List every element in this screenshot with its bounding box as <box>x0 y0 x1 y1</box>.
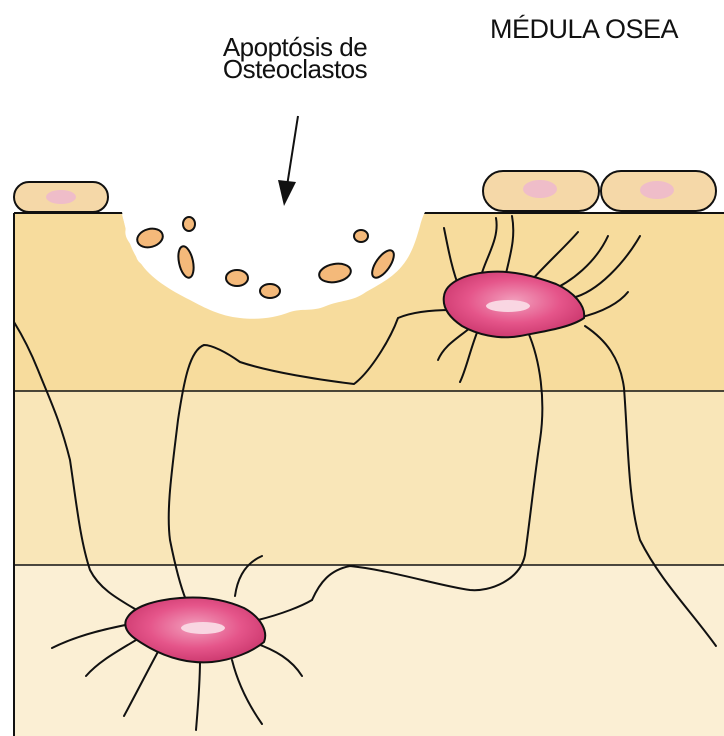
osteoclast-apoptosis-label: Apoptósis de Osteoclastos <box>150 36 440 80</box>
bone-layer-middle <box>14 391 724 565</box>
apoptotic-fragment <box>183 217 195 231</box>
apoptotic-fragment <box>260 284 280 298</box>
bone-marrow-label: MÉDULA OSEA <box>490 14 678 45</box>
pointer-arrow <box>278 116 298 206</box>
lining-cell <box>14 182 108 212</box>
apoptotic-fragment <box>354 230 368 242</box>
apoptosis-label-line-2: Osteoclastos <box>150 58 440 80</box>
osteocyte-nucleus-highlight <box>181 622 225 634</box>
apoptotic-fragment <box>226 270 248 286</box>
lining-cell <box>483 171 599 211</box>
lining-cell <box>601 171 716 211</box>
lining-cell-nucleus <box>523 180 557 198</box>
osteocyte-nucleus-highlight <box>486 300 530 312</box>
lining-cell-nucleus <box>46 190 76 204</box>
lining-cell-nucleus <box>640 181 674 199</box>
